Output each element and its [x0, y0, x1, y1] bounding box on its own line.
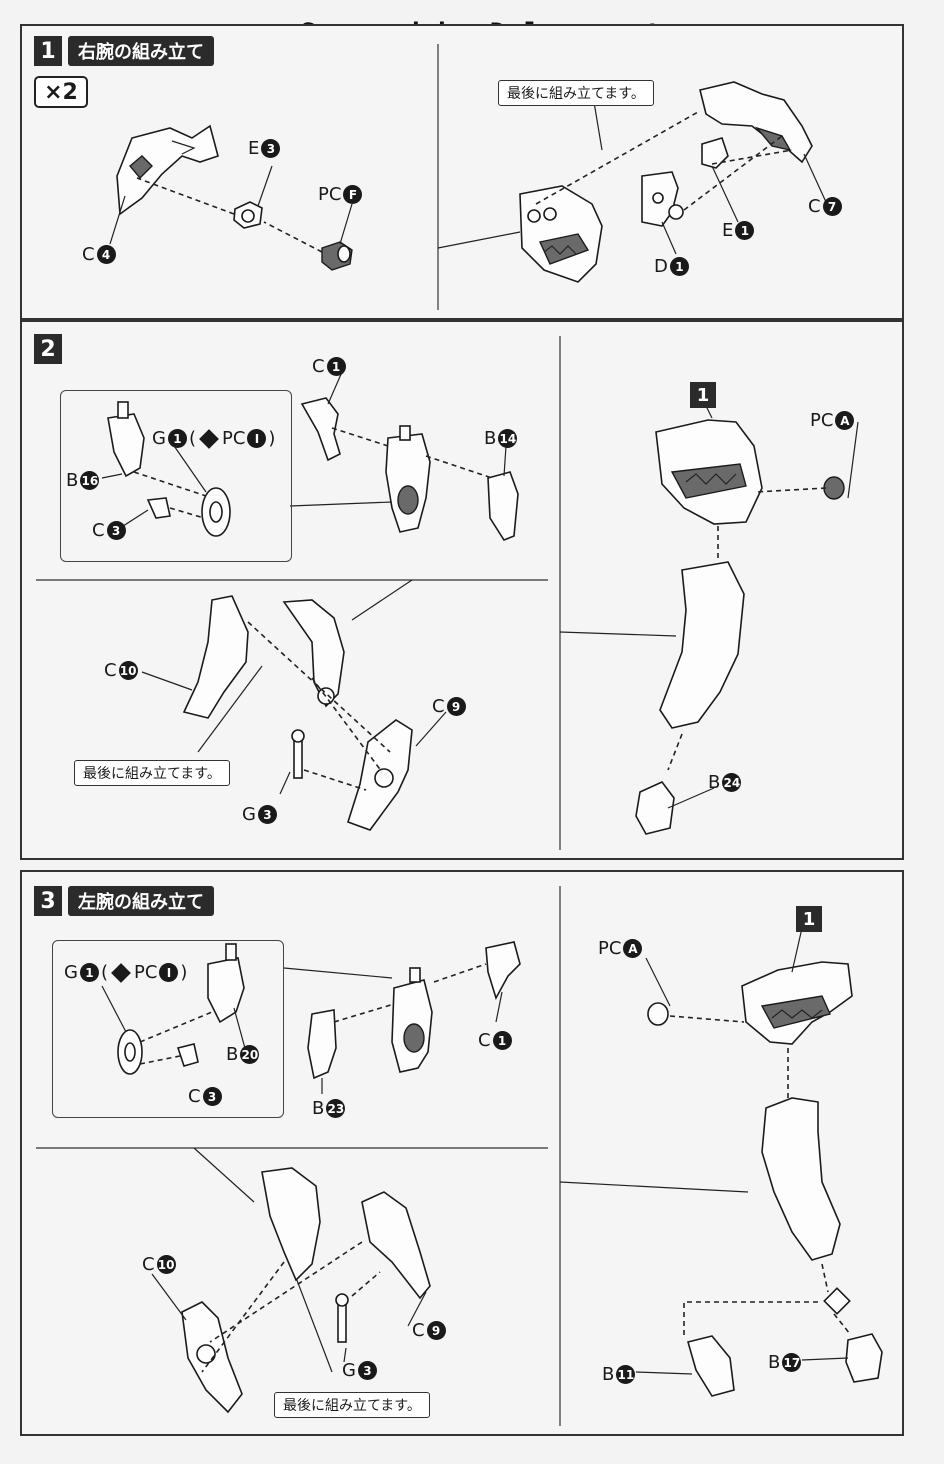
step3-title: 左腕の組み立て	[68, 886, 214, 916]
step2-number: 2	[34, 334, 62, 364]
step3-number: 3	[34, 886, 62, 916]
step3-note: 最後に組み立てます。	[274, 1392, 430, 1418]
step1-number: 1	[34, 36, 62, 66]
step2-note: 最後に組み立てます。	[74, 760, 230, 786]
pc-diamond-icon	[111, 962, 131, 983]
step1-title: 右腕の組み立て	[68, 36, 214, 66]
step1-illustration	[109, 44, 827, 310]
ref-step1-badge: 1	[690, 382, 716, 408]
step1-note: 最後に組み立てます。	[498, 80, 654, 106]
step3-illustration	[36, 886, 883, 1426]
step2-illustration	[36, 336, 859, 850]
quantity-badge: ×2	[34, 76, 88, 108]
step3-subassembly-box	[52, 940, 284, 1118]
step2-subassembly-box	[60, 390, 292, 562]
pc-diamond-icon	[199, 428, 219, 449]
ref-step1-badge: 1	[796, 906, 822, 932]
